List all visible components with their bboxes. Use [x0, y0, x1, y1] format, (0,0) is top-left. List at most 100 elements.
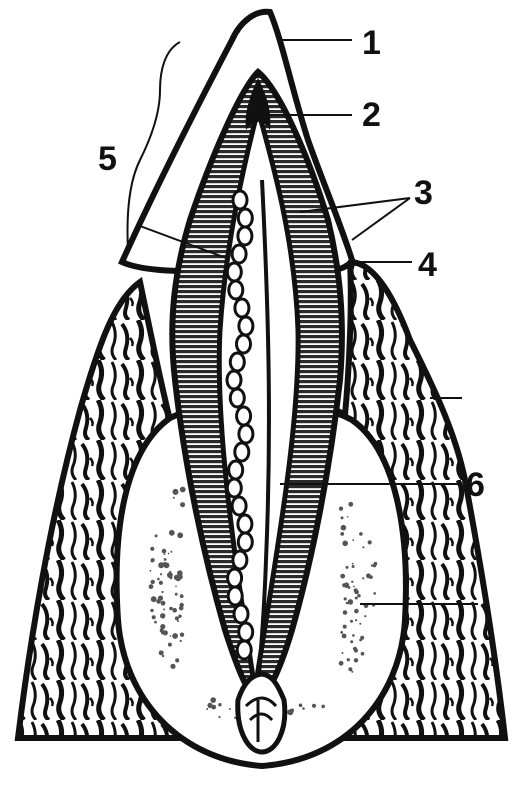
bone-speckle [180, 487, 186, 493]
bone-speckle [160, 573, 162, 575]
bone-speckle [164, 553, 166, 555]
pulp-vessel-segment [234, 605, 248, 623]
pulp-vessel-segment [230, 353, 244, 371]
bone-speckle [157, 578, 160, 581]
pulp-vessel-segment [229, 281, 243, 299]
pulp-vessel-segment [239, 317, 253, 335]
bone-speckle [172, 608, 177, 613]
pulp-vessel-segment [233, 191, 247, 209]
bone-speckle [321, 705, 325, 709]
bone-speckle [290, 709, 294, 713]
pulp-vessel-segment [227, 479, 241, 497]
bone-speckle [180, 640, 182, 642]
bone-speckle [366, 573, 371, 578]
bone-speckle [352, 563, 354, 565]
bone-speckle [359, 623, 361, 625]
bone-speckle [177, 570, 183, 576]
bone-speckle [302, 707, 305, 710]
bone-speckle [368, 540, 372, 544]
bone-speckle [175, 593, 178, 596]
bone-speckle [180, 633, 184, 637]
bone-speckle [150, 547, 154, 551]
bone-speckle [373, 592, 376, 595]
bone-speckle [207, 703, 212, 708]
bone-speckle [168, 553, 170, 555]
bone-speckle [152, 615, 156, 619]
bone-speckle [159, 650, 164, 655]
bone-speckle [150, 609, 153, 612]
bone-speckle [352, 565, 355, 568]
bone-speckle [172, 633, 178, 639]
bone-speckle [180, 502, 185, 507]
bone-speckle [346, 566, 349, 569]
bone-speckle [162, 655, 164, 657]
bone-speckle [348, 586, 351, 589]
bone-speckle [354, 609, 359, 614]
bone-speckle [344, 597, 347, 600]
bone-speckle [342, 634, 347, 639]
pulp-vessel-segment [235, 299, 249, 317]
bone-speckle [362, 577, 364, 579]
bone-speckle [374, 562, 378, 566]
bone-speckle [179, 606, 184, 611]
pulp-vessel-segment [237, 335, 251, 353]
bone-speckle [354, 648, 358, 652]
pulp-vessel-segment [227, 263, 241, 281]
pulp-vessel-segment [235, 443, 249, 461]
bone-speckle [169, 530, 175, 536]
label-1: 1 [362, 24, 381, 62]
bone-speckle [159, 581, 163, 585]
bone-speckle [353, 586, 355, 588]
bone-speckle [180, 594, 184, 598]
bone-speckle [340, 532, 344, 536]
bone-speckle [151, 596, 157, 602]
bone-speckle [352, 634, 355, 637]
bone-speckle [151, 580, 155, 584]
bone-speckle [350, 620, 353, 623]
bone-speckle [175, 576, 181, 582]
bone-speckle [362, 546, 364, 548]
bone-speckle [218, 703, 221, 706]
bone-speckle [149, 584, 154, 589]
bone-speckle [352, 539, 354, 541]
bone-speckle [342, 652, 344, 654]
pulp-vessel-segment [229, 461, 243, 479]
bone-speckle [351, 671, 353, 673]
bone-speckle [169, 607, 173, 611]
pulp-vessel-segment [238, 515, 252, 533]
pulp-vessel-segment [232, 497, 246, 515]
bone-speckle [348, 667, 352, 671]
bone-speckle [361, 652, 365, 656]
bone-speckle [354, 589, 357, 592]
bone-speckle [177, 532, 183, 538]
label-2: 2 [362, 96, 381, 134]
pulp-vessel-segment [230, 389, 244, 407]
bone-speckle [170, 635, 172, 637]
bone-speckle [364, 615, 366, 617]
pulp-vessel-segment [239, 623, 253, 641]
bone-speckle [160, 624, 165, 629]
bone-speckle [360, 636, 364, 640]
bone-speckle [348, 599, 353, 604]
bone-speckle [218, 716, 220, 718]
bone-speckle [158, 596, 163, 601]
pulp-vessel-segment [233, 551, 247, 569]
bone-speckle [161, 601, 166, 606]
bone-speckle [341, 516, 344, 519]
bone-speckle [163, 608, 165, 610]
bone-speckle [178, 615, 181, 618]
bone-speckle [170, 551, 172, 553]
pulp-vessel-segment [228, 587, 242, 605]
bone-speckle [162, 549, 167, 554]
bone-speckle [351, 581, 353, 583]
bone-speckle [168, 643, 172, 647]
bone-speckle [312, 704, 316, 708]
bone-speckle [158, 562, 164, 568]
bone-speckle [175, 658, 179, 662]
bone-speckle [342, 583, 344, 585]
bone-speckle [175, 616, 179, 620]
bone-speckle [155, 534, 158, 537]
bone-speckle [150, 570, 152, 572]
bone-speckle [341, 525, 347, 531]
